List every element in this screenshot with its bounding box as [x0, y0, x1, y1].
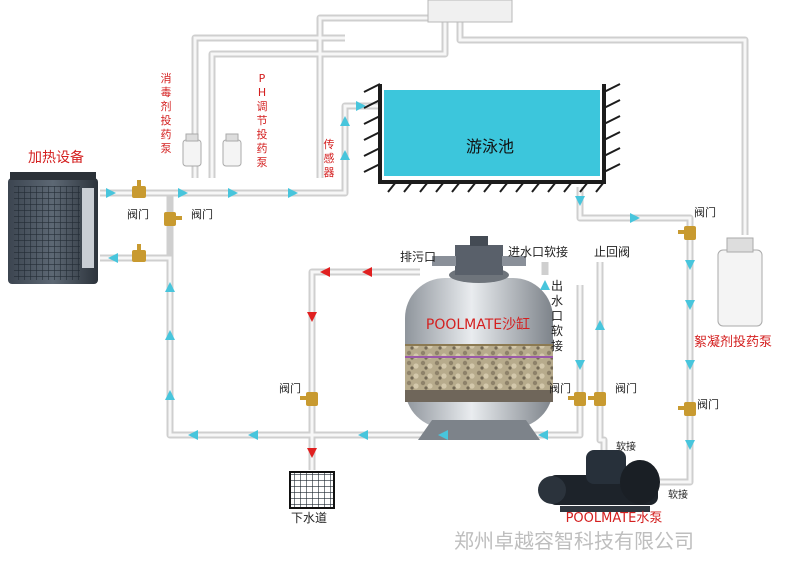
svg-text:阀门: 阀门 — [127, 207, 149, 221]
valve-right-lower — [678, 402, 696, 416]
ph-pump-icon — [222, 133, 242, 167]
outlet-hose-label: 出 水 口 软 接 — [551, 279, 563, 353]
valve-drain — [300, 392, 318, 406]
svg-text:毒: 毒 — [161, 86, 172, 99]
svg-text:投: 投 — [257, 127, 268, 141]
flow-arrow-icon — [575, 196, 585, 206]
drain-arrow-icon — [362, 267, 372, 277]
drain-arrow-icon — [307, 312, 317, 322]
svg-text:阀门: 阀门 — [191, 207, 213, 221]
flow-arrow-icon — [685, 440, 695, 450]
svg-text:水: 水 — [551, 294, 563, 308]
disinfectant-pump-icon — [182, 133, 202, 167]
heater-icon — [8, 172, 98, 284]
svg-text:口: 口 — [551, 309, 563, 323]
company-watermark: 郑州卓越容智科技有限公司 — [454, 529, 694, 553]
heater-label: 加热设备 — [28, 149, 84, 166]
flocculant-pump-label: 絮凝剂投药泵 — [694, 334, 772, 350]
swimming-pool: 游泳池 — [363, 83, 621, 193]
flow-arrow-icon — [685, 300, 695, 310]
svg-text:投: 投 — [161, 113, 172, 127]
svg-text:阀门: 阀门 — [694, 205, 716, 219]
valve-labels: 阀门 阀门 阀门 阀门 阀门 阀门 阀门 — [127, 205, 719, 411]
flow-arrow-icon — [165, 330, 175, 340]
flow-arrow-icon — [340, 116, 350, 126]
svg-text:剂: 剂 — [161, 99, 172, 113]
flow-arrow-icon — [248, 430, 258, 440]
flow-arrow-icon — [288, 188, 298, 198]
svg-text:阀门: 阀门 — [549, 381, 571, 395]
flocculant-pump-icon — [717, 237, 763, 327]
svg-text:阀门: 阀门 — [697, 397, 719, 411]
valve-right-upper — [678, 226, 696, 240]
svg-text:阀门: 阀门 — [615, 381, 637, 395]
flow-arrow-icon — [685, 360, 695, 370]
flow-arrow-icon — [540, 280, 550, 290]
svg-text:接: 接 — [551, 338, 563, 353]
sand-filter-icon — [405, 236, 553, 440]
pump-icon — [538, 450, 660, 512]
valve-icon — [132, 180, 696, 416]
flow-arrow-icon — [228, 188, 238, 198]
flow-arrow-icon — [178, 188, 188, 198]
svg-text:药: 药 — [161, 128, 172, 141]
flow-arrow-icon — [165, 282, 175, 292]
top-device — [427, 0, 513, 23]
valve-heater-lower — [132, 244, 146, 262]
flow-arrow-icon — [438, 430, 448, 440]
svg-text:节: 节 — [257, 114, 268, 127]
drain-arrow-icon — [307, 448, 317, 458]
flow-arrow-icon — [538, 430, 548, 440]
valve-bypass — [164, 212, 182, 226]
svg-text:药: 药 — [257, 142, 268, 155]
svg-text:泵: 泵 — [161, 142, 172, 155]
svg-text:泵: 泵 — [257, 156, 268, 169]
flow-arrow-icon — [356, 101, 366, 111]
drain-arrow-icon — [320, 267, 330, 277]
flow-arrows — [106, 101, 695, 450]
valve-return — [588, 392, 606, 406]
svg-text:H: H — [258, 86, 266, 99]
svg-text:器: 器 — [324, 166, 335, 179]
flow-arrow-icon — [188, 430, 198, 440]
flow-arrow-icon — [340, 150, 350, 160]
flow-arrow-icon — [575, 360, 585, 370]
svg-text:阀门: 阀门 — [279, 381, 301, 395]
flow-arrow-icon — [595, 320, 605, 330]
valve-outlet — [568, 392, 586, 406]
drain-port-label: 排污口 — [400, 250, 436, 264]
pool-label: 游泳池 — [466, 137, 514, 156]
flow-arrow-icon — [685, 260, 695, 270]
flow-arrow-icon — [108, 253, 118, 263]
drain-arrows — [307, 267, 372, 458]
valve-heater-upper — [132, 180, 146, 198]
sensor-label: 传 感 器 — [324, 138, 335, 179]
svg-text:调: 调 — [257, 100, 268, 113]
svg-text:传: 传 — [324, 138, 335, 151]
flow-arrow-icon — [165, 390, 175, 400]
ph-pump-label: P H 调 节 投 药 泵 — [257, 72, 268, 169]
sand-filter-label: POOLMATE沙缸 — [426, 316, 530, 333]
svg-text:P: P — [259, 72, 266, 85]
pipe-highlights — [100, 16, 747, 484]
flow-arrow-icon — [358, 430, 368, 440]
check-valve-label: 止回阀 — [594, 245, 630, 259]
sewer-label: 下水道 — [291, 511, 327, 525]
soft-joint-label-2: 软接 — [668, 488, 688, 501]
pump-label: POOLMATE水泵 — [566, 511, 663, 526]
svg-text:出: 出 — [551, 279, 563, 293]
disinfectant-pump-label: 消 毒 剂 投 药 泵 — [161, 71, 172, 155]
svg-text:软: 软 — [551, 324, 563, 338]
flow-arrow-icon — [630, 213, 640, 223]
sewer-grate-icon — [289, 471, 335, 509]
svg-text:感: 感 — [324, 152, 335, 165]
svg-text:消: 消 — [161, 71, 172, 85]
soft-joint-label-1: 软接 — [616, 440, 636, 453]
inlet-hose-label: 进水口软接 — [508, 244, 568, 259]
flow-arrow-icon — [106, 188, 116, 198]
